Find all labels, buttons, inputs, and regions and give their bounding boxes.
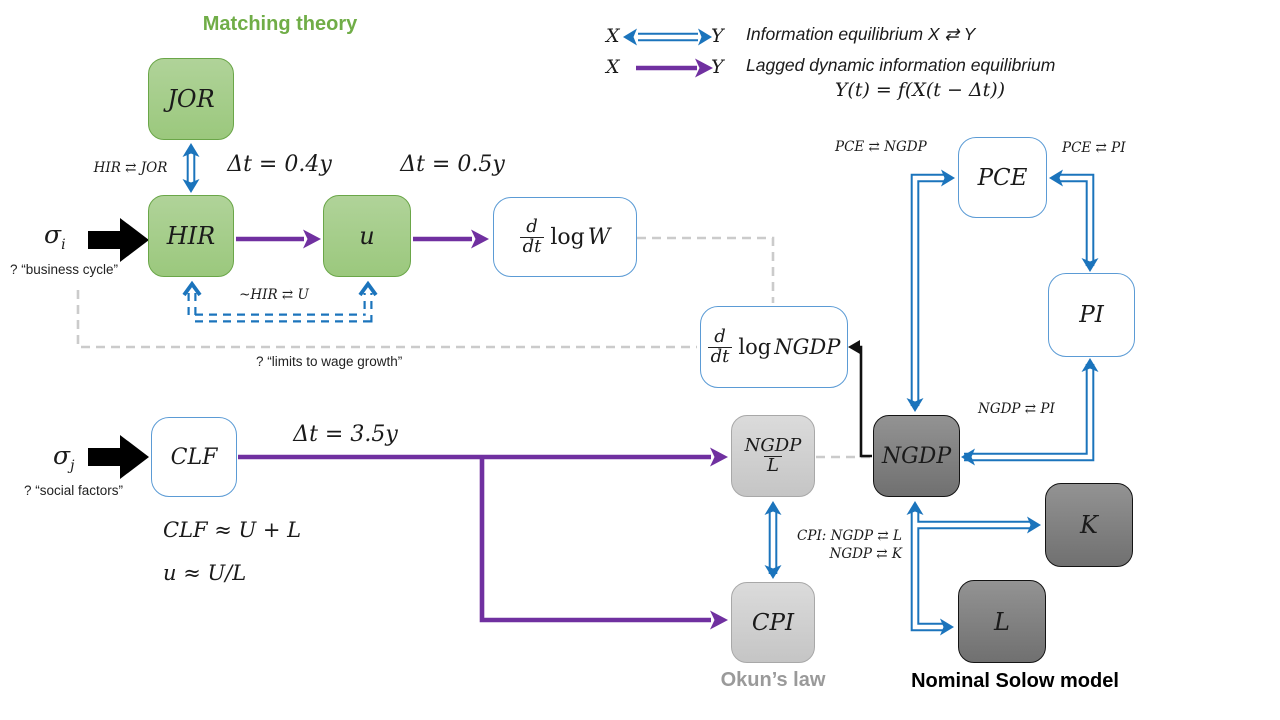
dlogngdp-fraction: d dt (707, 325, 733, 367)
ngdp-per-l-num: NGDP (744, 434, 802, 456)
sigma-j-label: σj (53, 441, 74, 474)
legend-y2: Y (711, 56, 724, 78)
node-l: L (958, 580, 1046, 663)
node-hir: HIR (148, 195, 234, 277)
legend-info-text: Information equilibrium X ⇄ Y (746, 24, 976, 44)
dash-dlogw-to-dlogngdp (637, 236, 775, 303)
node-cpi: CPI (731, 582, 815, 663)
dlogngdp-num: d (714, 325, 726, 347)
cpi-relations-block: CPI: NGDP ⇄ L NGDP ⇄ K (768, 527, 902, 563)
sigma-j-base: σ (53, 441, 71, 470)
sigma-i-block-arrow (88, 218, 149, 262)
node-jor: JOR (148, 58, 234, 140)
dt-04-label: Δt = 0.4y (227, 152, 332, 177)
purple-arrows (236, 65, 711, 623)
node-pi: PI (1048, 273, 1135, 357)
legend-x1: X (606, 25, 620, 47)
node-pi-label: PI (1079, 302, 1104, 328)
dlogngdp-den: dt (707, 346, 733, 367)
sigma-i-base: σ (44, 220, 62, 249)
blue-arrowheads (182, 28, 1099, 636)
sigma-i-label: σi (44, 220, 66, 253)
sigma-i-sub: i (61, 237, 66, 253)
legend-x2: X (606, 56, 620, 78)
node-pce: PCE (958, 137, 1047, 218)
node-ngdp-per-l: NGDP L (731, 415, 815, 497)
node-clf-label: CLF (170, 444, 218, 470)
dash-businesscycle-to-dlogngdp (76, 290, 697, 349)
legend-lagged-text: Lagged dynamic information equilibrium (746, 55, 1056, 75)
pce-pi-relation-label: PCE ⇄ PI (1062, 140, 1126, 156)
dlogw-den: dt (519, 236, 545, 257)
black-arrows (88, 218, 872, 479)
blue-arrow-shafts-outer (186, 32, 1095, 632)
matching-theory-title: Matching theory (202, 13, 358, 35)
legend-formula: Y(t) = f(X(t − Δt)) (834, 79, 1006, 101)
dlogngdp-var: NGDP (774, 335, 841, 359)
ngdp-to-dlogngdp-head (848, 340, 860, 354)
node-k: K (1045, 483, 1133, 567)
pce-ngdp-relation-label: PCE ⇄ NGDP (835, 139, 927, 155)
dlogw-var: W (587, 224, 611, 250)
blue-arrow-shafts-inner (188, 34, 1093, 630)
ngdp-per-l-fraction: NGDP L (742, 434, 805, 476)
node-l-label: L (994, 607, 1010, 636)
wage-growth-note: ? “limits to wage growth” (256, 354, 403, 369)
node-u-label: u (359, 222, 375, 250)
node-pce-label: PCE (977, 164, 1028, 191)
hir-u-relation-label: ~HIR ⇄ U (239, 287, 309, 303)
blue-dashed-hir-u (182, 280, 378, 323)
dlogngdp-log: log (738, 335, 772, 359)
social-factors-note: ? “social factors” (24, 483, 124, 498)
ngdp-to-dlogngdp-line (857, 345, 872, 458)
dt-35-label: Δt = 3.5y (293, 422, 398, 447)
cpi-ngdp-l-relation-label: CPI: NGDP ⇄ L (797, 528, 902, 544)
ngdp-per-l-den: L (764, 455, 782, 476)
purple-arrowheads (303, 58, 728, 630)
ngdp-k-relation-label: NGDP ⇄ K (829, 546, 902, 562)
dlogw-log: log (550, 224, 585, 250)
clf-equation: CLF ≈ U + L (163, 518, 302, 542)
dt-05-label: Δt = 0.5y (400, 152, 505, 177)
node-hir-label: HIR (166, 222, 216, 250)
hir-jor-relation-label: HIR ⇄ JOR (93, 160, 168, 176)
sigma-j-block-arrow (88, 435, 149, 479)
sigma-j-sub: j (70, 458, 75, 474)
node-k-label: K (1080, 511, 1098, 539)
node-ngdp-label: NGDP (881, 443, 952, 469)
arrow-clf-to-cpi (479, 457, 711, 623)
node-u: u (323, 195, 411, 277)
okuns-law-title: Okun’s law (720, 669, 826, 691)
u-equation: u ≈ U/L (163, 561, 247, 585)
solow-model-title: Nominal Solow model (911, 670, 1119, 692)
business-cycle-note: ? “business cycle” (10, 262, 119, 277)
node-clf: CLF (151, 417, 237, 497)
node-ngdp: NGDP (873, 415, 960, 497)
node-cpi-label: CPI (751, 609, 795, 636)
legend-y1: Y (711, 25, 724, 47)
dlogw-fraction: d dt (519, 215, 545, 257)
dlogw-num: d (526, 215, 538, 237)
ngdp-pi-relation-label: NGDP ⇄ PI (978, 401, 1055, 417)
node-jor-label: JOR (167, 85, 215, 113)
